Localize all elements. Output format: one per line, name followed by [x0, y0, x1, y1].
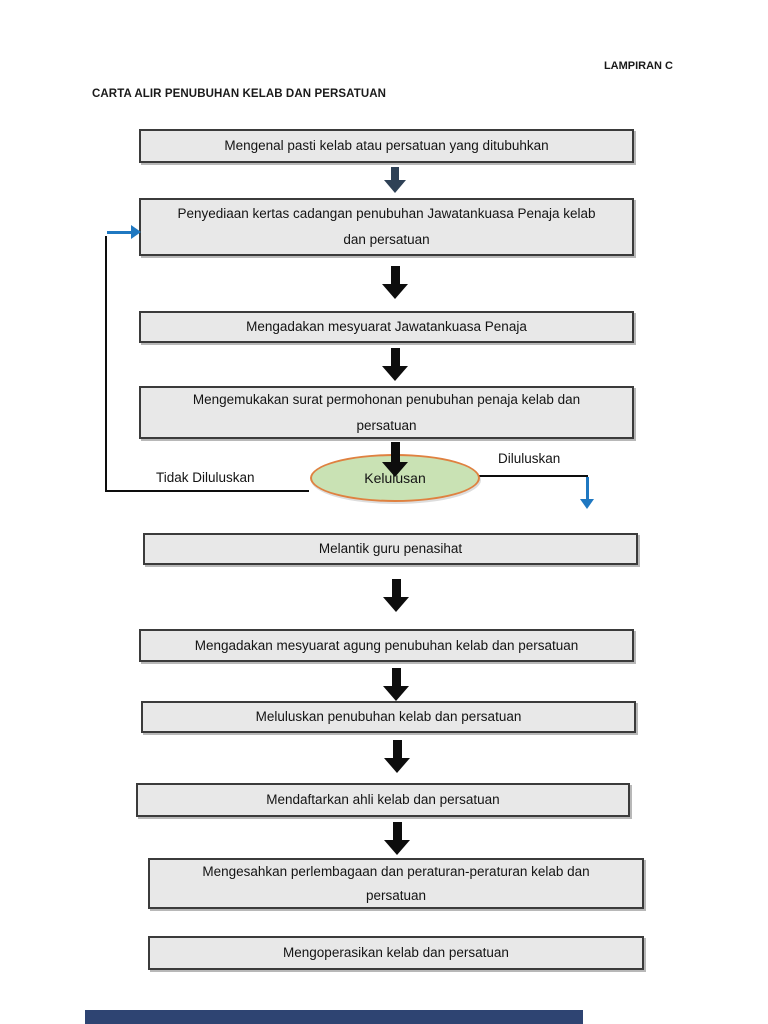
flow-step-mendaftarkan-ahli: Mendaftarkan ahli kelab dan persatuan — [136, 783, 630, 817]
next-page-top-bar — [85, 1010, 583, 1024]
down-arrow-icon — [382, 442, 408, 477]
flow-step-label: Mengoperasikan kelab dan persatuan — [283, 945, 509, 960]
flow-step-mengenal-pasti: Mengenal pasti kelab atau persatuan yang… — [139, 129, 634, 163]
approved-line-horizontal — [479, 475, 588, 477]
flow-step-penyediaan-kertas: Penyediaan kertas cadangan penubuhan Jaw… — [139, 198, 634, 256]
feedback-line-vertical — [105, 236, 107, 492]
flow-step-meluluskan-penubuhan: Meluluskan penubuhan kelab dan persatuan — [141, 701, 636, 733]
flow-step-melantik-guru: Melantik guru penasihat — [143, 533, 638, 565]
down-arrow-navy-icon — [384, 167, 406, 193]
flow-step-label: Meluluskan penubuhan kelab dan persatuan — [255, 709, 522, 724]
down-arrow-icon — [384, 740, 410, 773]
flow-step-label: Mengadakan mesyuarat Jawatankuasa Penaja — [246, 319, 527, 334]
down-arrow-icon — [382, 266, 408, 299]
flow-step-mengoperasikan: Mengoperasikan kelab dan persatuan — [148, 936, 644, 970]
flow-step-label: Melantik guru penasihat — [318, 541, 463, 556]
feedback-line-horizontal — [105, 490, 309, 492]
flow-step-label: Mengesahkan perlembagaan dan peraturan-p… — [202, 863, 590, 903]
label-diluluskan: Diluluskan — [498, 451, 561, 466]
label-tidak-diluluskan: Tidak Diluluskan — [156, 470, 255, 485]
appendix-label: LAMPIRAN C — [603, 60, 673, 72]
down-arrow-icon — [383, 668, 409, 701]
flow-step-surat-permohonan: Mengemukakan surat permohonan penubuhan … — [139, 386, 634, 439]
flow-step-label: Mengenal pasti kelab atau persatuan yang… — [224, 138, 549, 153]
down-arrow-icon — [382, 348, 408, 381]
flow-step-mesyuarat-agung: Mengadakan mesyuarat agung penubuhan kel… — [139, 629, 634, 662]
down-arrow-icon — [383, 579, 409, 612]
flow-step-label: Penyediaan kertas cadangan penubuhan Jaw… — [177, 206, 596, 247]
down-arrow-icon — [384, 822, 410, 855]
approved-arrow-down-icon — [580, 477, 594, 509]
flow-step-mesyuarat-penaja: Mengadakan mesyuarat Jawatankuasa Penaja — [139, 311, 634, 343]
decision-label: Kelulusan — [364, 470, 426, 486]
page-title: CARTA ALIR PENUBUHAN KELAB DAN PERSATUAN — [92, 88, 387, 100]
flow-step-label: Mengadakan mesyuarat agung penubuhan kel… — [194, 637, 579, 653]
feedback-arrow-right-icon — [107, 225, 141, 239]
flow-step-label: Mengemukakan surat permohonan penubuhan … — [192, 391, 581, 433]
flow-step-mengesahkan-perlembagaan: Mengesahkan perlembagaan dan peraturan-p… — [148, 858, 644, 909]
flow-step-label: Mendaftarkan ahli kelab dan persatuan — [266, 792, 500, 807]
